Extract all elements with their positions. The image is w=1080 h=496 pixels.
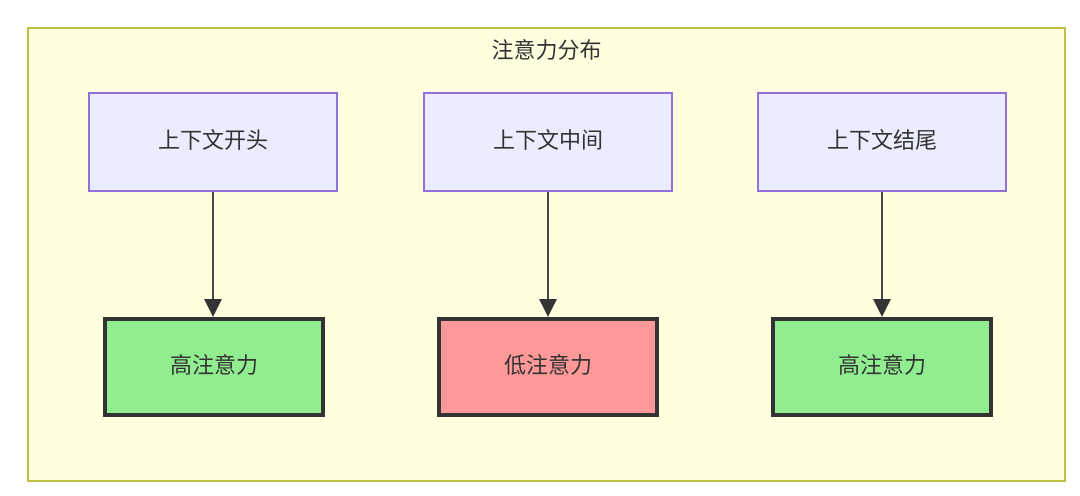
node-attention-start-label: 高注意力 (169, 354, 258, 379)
node-attention-end[interactable]: 高注意力 (771, 317, 993, 417)
node-attention-middle[interactable]: 低注意力 (437, 317, 659, 417)
node-context-start[interactable]: 上下文开头 (88, 92, 338, 192)
node-context-middle[interactable]: 上下文中间 (423, 92, 673, 192)
node-attention-end-label: 高注意力 (837, 354, 926, 379)
node-attention-middle-label: 低注意力 (503, 354, 592, 379)
node-context-middle-label: 上下文中间 (492, 129, 603, 154)
node-context-start-label: 上下文开头 (157, 129, 268, 154)
node-context-end-label: 上下文结尾 (826, 129, 937, 154)
node-context-end[interactable]: 上下文结尾 (757, 92, 1007, 192)
diagram-title: 注意力分布 (491, 39, 602, 64)
node-attention-start[interactable]: 高注意力 (103, 317, 325, 417)
